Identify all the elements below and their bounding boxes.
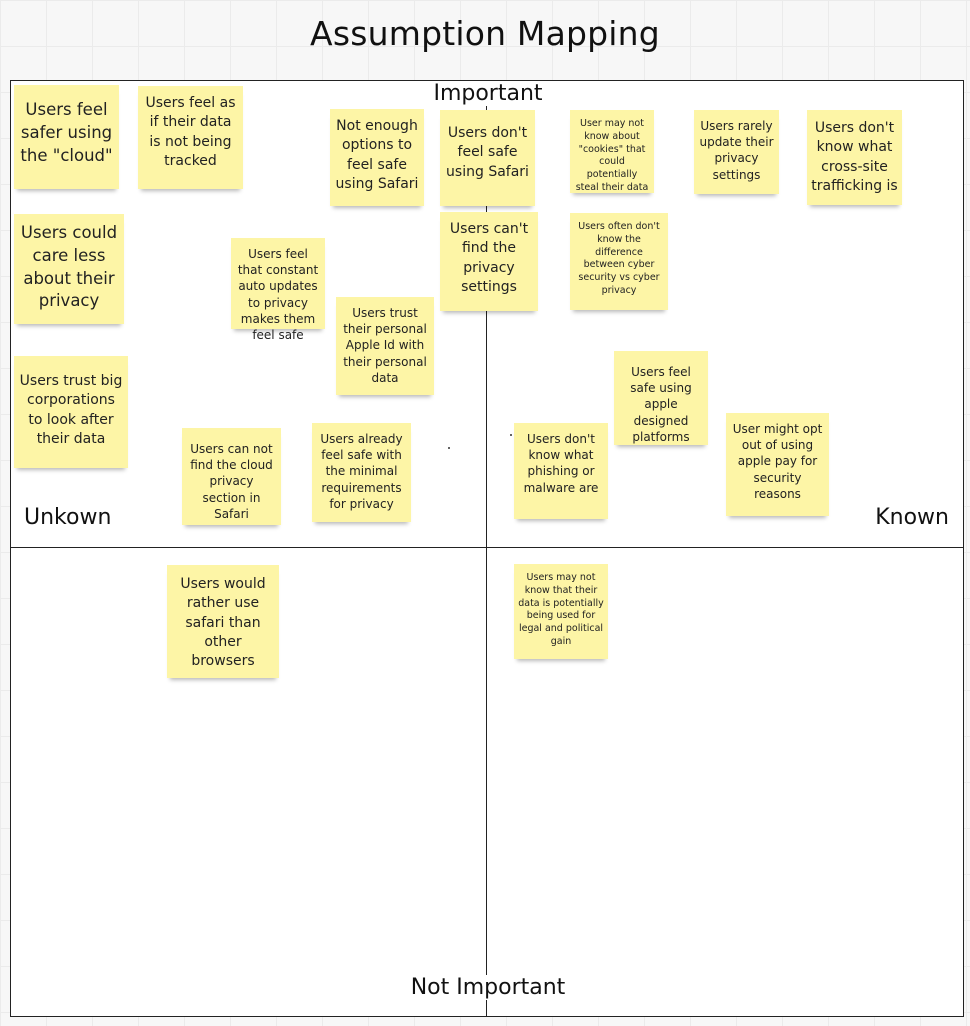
sticky-note-text: Users don't know what cross-site traffic…: [811, 120, 898, 194]
sticky-note-text: User might opt out of using apple pay fo…: [732, 422, 823, 501]
sticky-note[interactable]: Users trust big corporations to look aft…: [14, 356, 128, 468]
axis-label-important: Important: [431, 81, 545, 106]
sticky-note-text: Users feel safer using the "cloud": [20, 100, 113, 165]
page-title: Assumption Mapping: [310, 14, 660, 53]
sticky-note[interactable]: Users don't know what cross-site traffic…: [807, 110, 902, 205]
horizontal-axis-line: [11, 547, 963, 548]
sticky-note-text: Users rarely update their privacy settin…: [699, 119, 774, 182]
sticky-note-text: Users could care less about their privac…: [20, 223, 118, 311]
sticky-note[interactable]: Users can not find the cloud privacy sec…: [182, 428, 281, 525]
sticky-note[interactable]: Users feel as if their data is not being…: [138, 86, 243, 189]
sticky-note-text: Users can not find the cloud privacy sec…: [190, 442, 273, 521]
sticky-note[interactable]: Users may not know that their data is po…: [514, 564, 608, 659]
axis-label-known: Known: [875, 505, 949, 530]
sticky-note-text: Users may not know that their data is po…: [518, 572, 604, 648]
stray-dot: [510, 434, 512, 436]
axis-label-unknown: Unkown: [24, 505, 112, 530]
sticky-note-text: Users already feel safe with the minimal…: [320, 432, 403, 511]
sticky-note-text: Users feel safe using apple designed pla…: [630, 365, 692, 444]
sticky-note[interactable]: Users feel that constant auto updates to…: [231, 238, 325, 342]
sticky-note[interactable]: Users can't find the privacy settings: [440, 212, 538, 311]
sticky-note-text: User may not know about "cookies" that c…: [575, 118, 649, 194]
sticky-note[interactable]: Users don't know what phishing or malwar…: [514, 423, 608, 519]
sticky-note[interactable]: User may not know about "cookies" that c…: [570, 110, 654, 193]
sticky-note-text: Users feel that constant auto updates to…: [237, 247, 319, 342]
sticky-note[interactable]: Users don't feel safe using Safari: [440, 110, 535, 206]
sticky-note[interactable]: User might opt out of using apple pay fo…: [726, 413, 829, 516]
sticky-note-text: Users can't find the privacy settings: [449, 221, 529, 295]
sticky-note[interactable]: Users would rather use safari than other…: [167, 565, 279, 678]
sticky-note-text: Users often don't know the difference be…: [578, 221, 660, 297]
sticky-note-text: Users feel as if their data is not being…: [145, 95, 236, 169]
sticky-note[interactable]: Users trust their personal Apple Id with…: [336, 297, 434, 395]
sticky-note-text: Not enough options to feel safe using Sa…: [335, 118, 419, 192]
sticky-note-text: Users trust their personal Apple Id with…: [343, 306, 427, 385]
axis-label-not-important: Not Important: [408, 975, 568, 1000]
stray-dot: [448, 447, 450, 449]
sticky-note[interactable]: Users feel safer using the "cloud": [14, 85, 119, 189]
sticky-note[interactable]: Users could care less about their privac…: [14, 214, 124, 324]
sticky-note[interactable]: Users often don't know the difference be…: [570, 213, 668, 310]
sticky-note-text: Users don't know what phishing or malwar…: [523, 432, 599, 495]
sticky-note[interactable]: Users feel safe using apple designed pla…: [614, 351, 708, 445]
vertical-axis-line: [486, 81, 487, 1016]
sticky-note-text: Users trust big corporations to look aft…: [19, 373, 123, 447]
sticky-note[interactable]: Users rarely update their privacy settin…: [694, 110, 779, 194]
sticky-note-text: Users would rather use safari than other…: [180, 576, 266, 670]
sticky-note-text: Users don't feel safe using Safari: [446, 125, 529, 180]
sticky-note[interactable]: Users already feel safe with the minimal…: [312, 423, 411, 522]
sticky-note[interactable]: Not enough options to feel safe using Sa…: [330, 109, 424, 206]
